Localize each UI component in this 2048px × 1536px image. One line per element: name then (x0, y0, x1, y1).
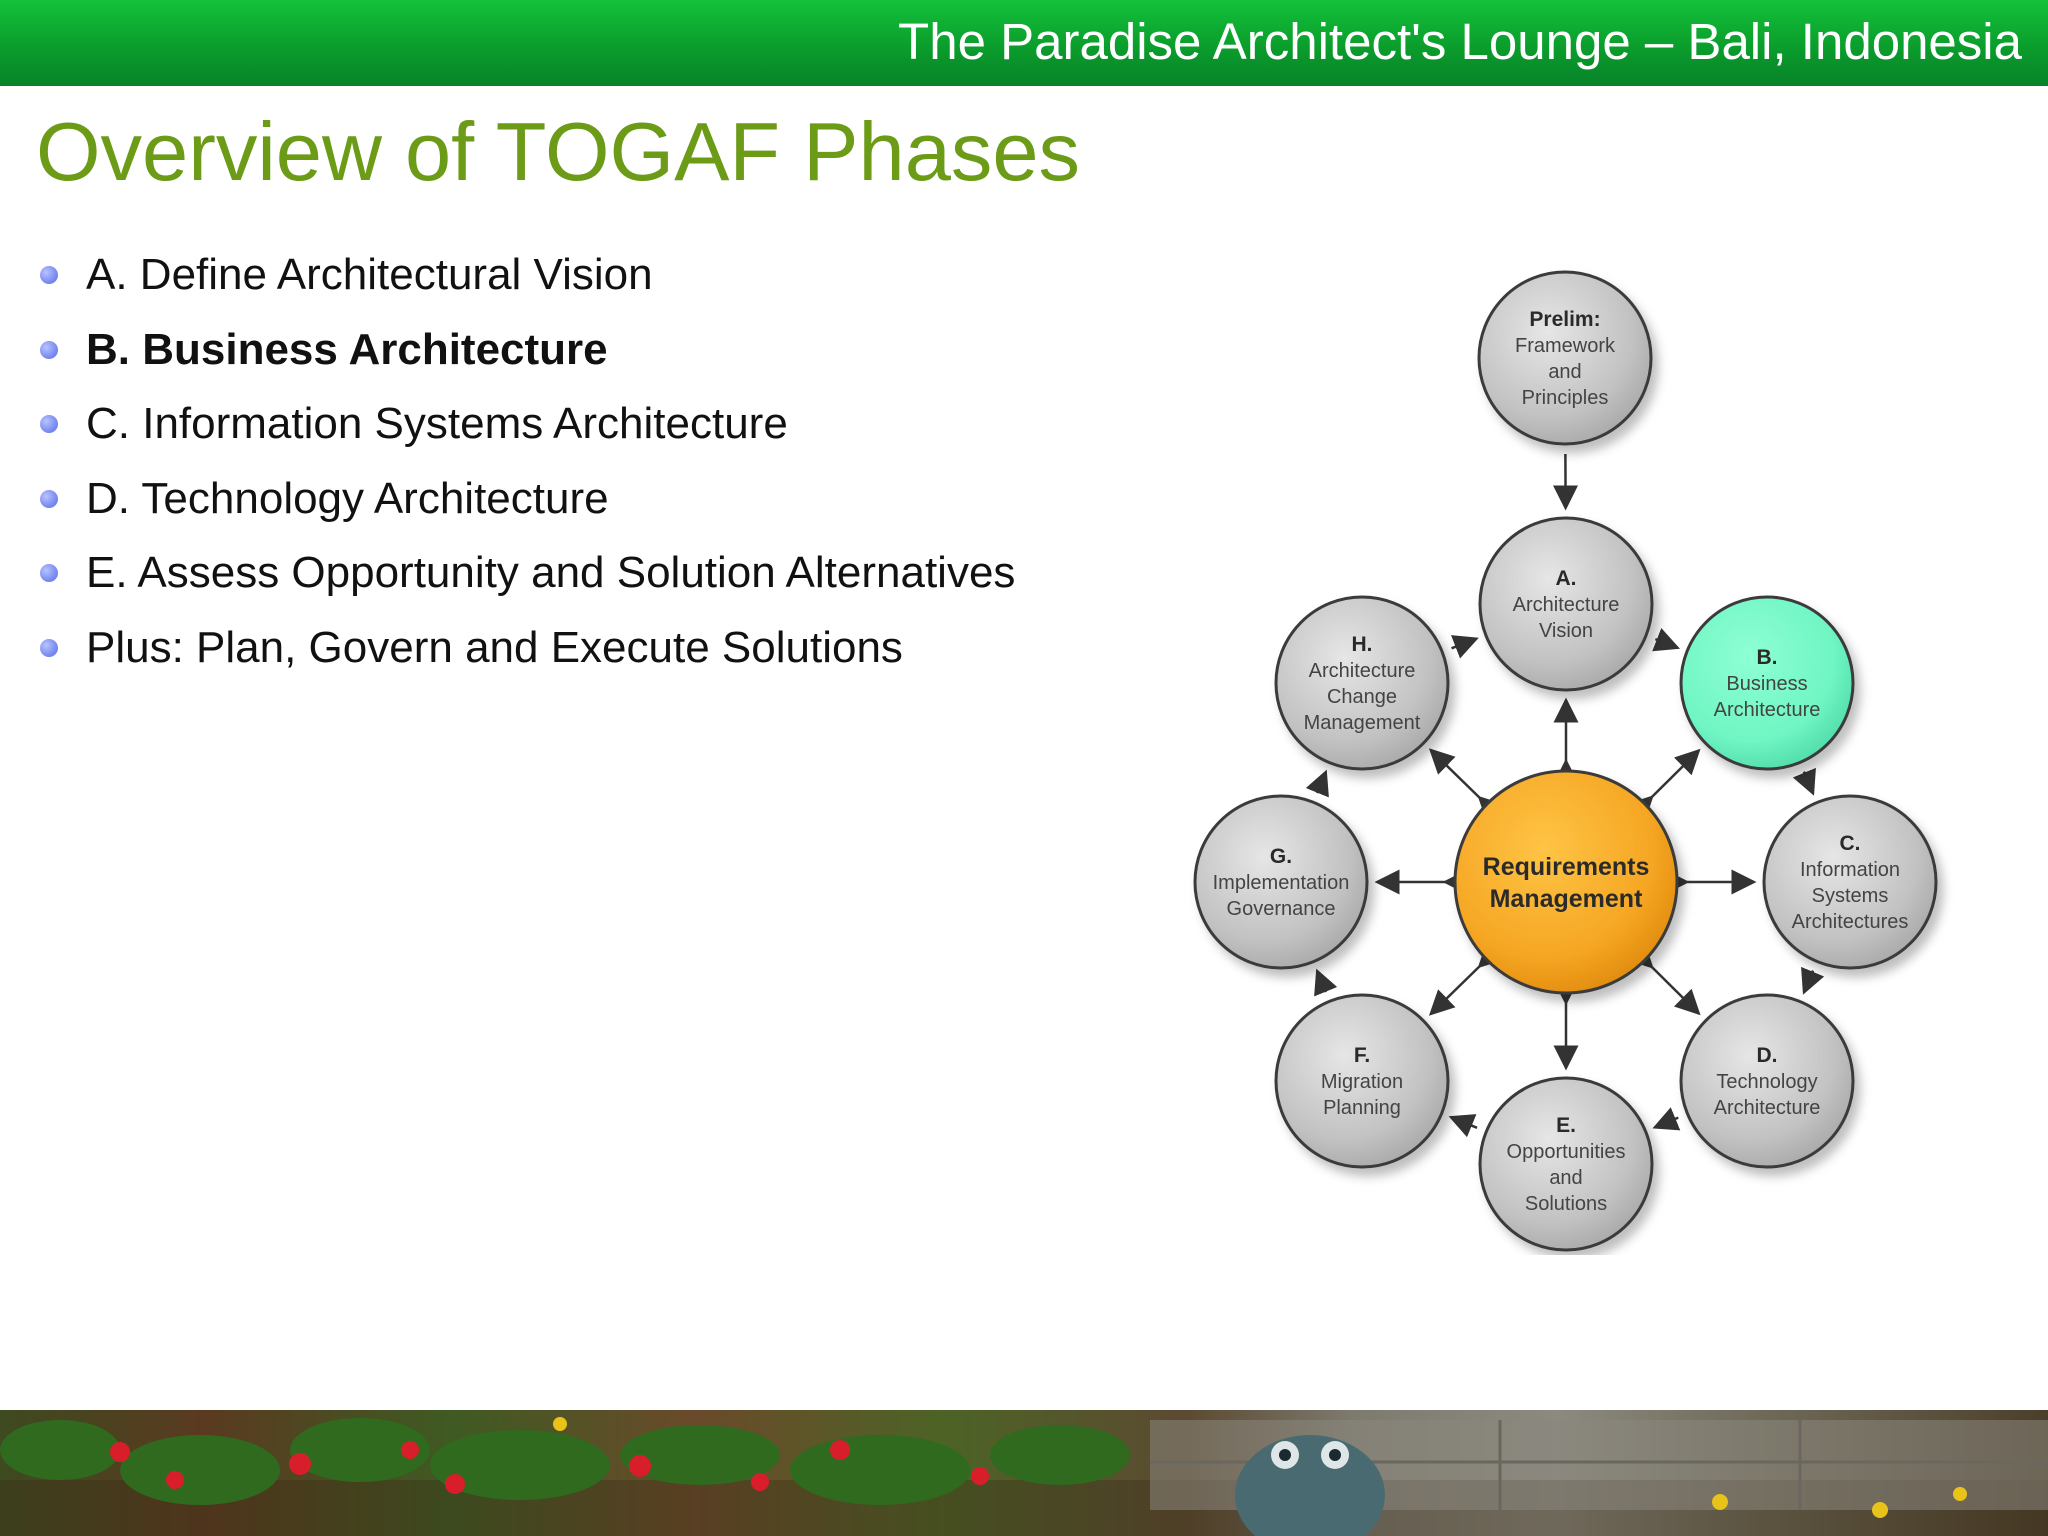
arrow-c-to-d (1801, 966, 1825, 995)
header-title: The Paradise Architect's Lounge – Bali, … (898, 13, 2022, 70)
phase-label-line: Governance (1227, 898, 1336, 920)
arrow-g-to-h (1305, 769, 1329, 798)
phase-circle-c (1762, 794, 1938, 970)
phase-label-line: H. (1352, 633, 1373, 656)
phase-label-line: Systems (1812, 885, 1889, 907)
page-title: Overview of TOGAF Phases (36, 105, 1081, 198)
phase-label-line: D. (1757, 1044, 1778, 1067)
bullet-text: A. Define Architectural Vision (86, 250, 653, 299)
phase-circle-a (1478, 516, 1654, 692)
bullet-item: B. Business Architecture (36, 317, 1015, 392)
bullet-dot-icon (40, 266, 58, 284)
phase-circle-g (1193, 794, 1369, 970)
phase-label-line: Technology (1716, 1071, 1817, 1093)
arrow-e-to-f (1448, 1114, 1478, 1138)
garden-photo-image (0, 1417, 2048, 1536)
bullet-dot-icon (40, 415, 58, 433)
arrow-b-to-c (1792, 767, 1816, 796)
arrow-center-h (1428, 748, 1505, 823)
arrow-center-b (1627, 748, 1701, 822)
footer-garden-photo (0, 1410, 2048, 1536)
phase-label-line: Opportunities (1507, 1141, 1626, 1163)
phase-circle-center (1453, 769, 1679, 995)
phase-label-line: Prelim: (1529, 308, 1600, 331)
diagram-nodes: Prelim:FrameworkandPrinciplesA.Architect… (1193, 270, 1938, 1252)
phase-label-line: B. (1757, 646, 1778, 669)
bullet-text: B. Business Architecture (86, 324, 608, 374)
phase-circle-d (1679, 993, 1855, 1169)
phase-label-line: A. (1556, 567, 1577, 590)
bullet-text: E. Assess Opportunity and Solution Alter… (86, 548, 1016, 597)
bullet-item: C. Information Systems Architecture (36, 391, 1015, 466)
arrow-h-to-a (1450, 635, 1479, 659)
phase-label-line: Information (1800, 859, 1900, 881)
phase-label-line: Architecture (1513, 594, 1620, 616)
phase-label-line: Migration (1321, 1071, 1403, 1093)
phase-label-line: Planning (1323, 1097, 1401, 1119)
phase-label-line: Requirements (1483, 853, 1650, 881)
phase-label-line: and (1549, 1167, 1582, 1189)
togaf-adm-cycle-diagram: Prelim:FrameworkandPrinciplesA.Architect… (1193, 270, 1938, 1252)
bullet-item: E. Assess Opportunity and Solution Alter… (36, 540, 1015, 615)
diagram-arrows (1305, 453, 1825, 1138)
phase-circle-prelim (1477, 270, 1653, 446)
bullet-text: C. Information Systems Architecture (86, 399, 788, 448)
bullet-dot-icon (40, 564, 58, 582)
phase-label-line: Vision (1539, 620, 1593, 642)
phase-circle-b (1679, 595, 1855, 771)
bullet-item: A. Define Architectural Vision (36, 242, 1015, 317)
arrow-center-f (1428, 941, 1505, 1016)
bullet-dot-icon (40, 489, 58, 508)
arrow-f-to-g (1314, 968, 1338, 997)
bullet-text: Plus: Plan, Govern and Execute Solutions (86, 622, 903, 672)
phase-label-line: Implementation (1213, 872, 1350, 894)
phase-label-line: Management (1490, 885, 1643, 913)
phase-label-line: Architectures (1792, 911, 1909, 933)
bullet-dot-icon (40, 638, 58, 657)
phase-label-line: Solutions (1525, 1193, 1607, 1215)
bullet-list: A. Define Architectural Vision B. Busines… (36, 242, 1015, 689)
phase-circle-f (1274, 993, 1450, 1169)
bullet-item: D. Technology Architecture (36, 466, 1015, 541)
phase-label-line: C. (1840, 832, 1861, 855)
phase-label-line: and (1548, 361, 1581, 383)
phase-label-line: Management (1304, 712, 1421, 734)
arrow-a-to-b (1652, 628, 1680, 652)
phase-circle-e (1478, 1076, 1654, 1252)
bullet-text: D. Technology Architecture (86, 473, 609, 523)
phase-label-line: G. (1270, 845, 1292, 868)
phase-label-line: F. (1354, 1044, 1370, 1067)
phase-label-line: Framework (1515, 335, 1616, 357)
phase-label-line: Business (1726, 673, 1807, 695)
bullet-item: Plus: Plan, Govern and Execute Solutions (36, 615, 1015, 690)
header-bar: The Paradise Architect's Lounge – Bali, … (0, 0, 2048, 86)
phase-label-line: Architecture (1714, 1097, 1821, 1119)
phase-label-line: Principles (1522, 387, 1609, 409)
phase-circle-h (1274, 595, 1450, 771)
phase-label-line: Architecture (1714, 699, 1821, 721)
arrow-d-to-e (1652, 1107, 1681, 1131)
phase-label-line: Change (1327, 686, 1397, 708)
arrow-center-d (1627, 942, 1701, 1016)
phase-label-line: E. (1556, 1114, 1576, 1137)
bullet-dot-icon (40, 340, 58, 359)
phase-label-line: Architecture (1309, 660, 1416, 682)
